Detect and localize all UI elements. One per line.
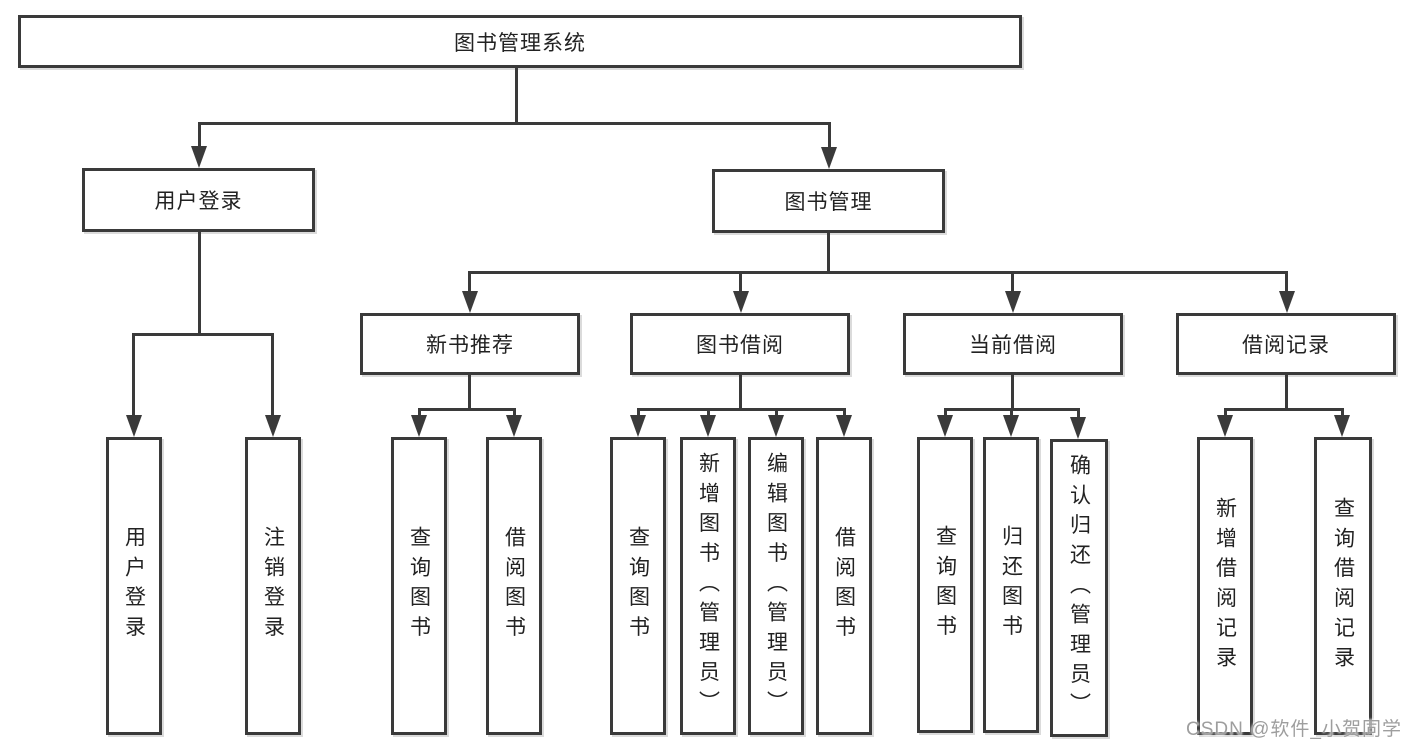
node-user-login-label: 用户登录 [154,190,243,213]
node-book-mgmt: 图书管理 [712,169,945,233]
arrow-down-icon [191,146,207,168]
connector-line [739,375,742,411]
connector-line [1077,408,1080,420]
leaf-borrow-query: 查询图书 [610,437,666,735]
leaf-label: 查询借阅记录 [1331,496,1355,676]
node-borrow-records-label: 借阅记录 [1242,334,1330,357]
connector-line [1285,375,1288,411]
arrow-down-icon [1005,291,1021,313]
connector-line [418,408,421,418]
arrow-down-icon [700,415,716,437]
leaf-label: 编辑图书（管理员） [764,451,788,721]
arrow-down-icon [1334,415,1350,437]
node-current-borrow-label: 当前借阅 [969,334,1057,357]
connector-line [1224,408,1344,411]
leaf-label: 查询图书 [626,526,650,646]
leaf-newbook-query: 查询图书 [391,437,447,735]
leaf-current-query: 查询图书 [917,437,973,733]
leaf-user-login: 用户登录 [106,437,162,735]
node-new-book-rec: 新书推荐 [360,313,580,375]
leaf-label: 归还图书 [999,525,1023,645]
leaf-current-confirm-admin: 确认归还（管理员） [1050,439,1108,737]
connector-line [707,408,710,418]
arrow-down-icon [836,415,852,437]
connector-line [843,408,846,418]
leaf-records-query: 查询借阅记录 [1314,437,1372,735]
connector-line [1341,408,1344,418]
connector-line [418,408,516,411]
arrow-down-icon [821,147,837,169]
connector-line [198,122,830,125]
connector-line [637,408,846,411]
connector-line [637,408,640,418]
arrow-down-icon [265,415,281,437]
arrow-down-icon [126,415,142,437]
leaf-label: 确认归还（管理员） [1067,453,1091,723]
node-book-mgmt-label: 图书管理 [784,191,873,214]
connector-line [132,333,274,336]
connector-line [132,333,135,417]
arrow-down-icon [462,291,478,313]
connector-line [1285,271,1288,293]
connector-line [513,408,516,418]
leaf-current-return: 归还图书 [983,437,1039,733]
connector-line [1011,271,1014,293]
connector-line [271,333,274,417]
connector-line [468,375,471,411]
node-book-borrow-label: 图书借阅 [696,334,784,357]
leaf-label: 新增图书（管理员） [696,451,720,721]
connector-line [1224,408,1227,418]
leaf-logout: 注销登录 [245,437,301,735]
node-root-label: 图书管理系统 [454,31,586,55]
leaf-label: 注销登录 [261,526,285,646]
arrow-down-icon [733,291,749,313]
leaf-label: 用户登录 [122,526,146,646]
connector-line [739,271,742,293]
node-user-login: 用户登录 [82,168,315,232]
connector-line [944,408,947,418]
node-borrow-records: 借阅记录 [1176,313,1396,375]
connector-line [1010,408,1013,418]
connector-line [775,408,778,418]
arrow-down-icon [768,415,784,437]
node-current-borrow: 当前借阅 [903,313,1123,375]
arrow-down-icon [1003,415,1019,437]
leaf-label: 查询图书 [407,526,431,646]
arrow-down-icon [411,415,427,437]
connector-line [198,232,201,333]
connector-line [468,271,471,293]
arrow-down-icon [1279,291,1295,313]
leaf-label: 新增借阅记录 [1213,496,1237,676]
leaf-label: 查询图书 [933,525,957,645]
leaf-borrow-edit-admin: 编辑图书（管理员） [748,437,804,735]
connector-line [515,68,518,122]
leaf-label: 借阅图书 [832,526,856,646]
leaf-borrow-borrow: 借阅图书 [816,437,872,735]
connector-line [828,122,831,152]
leaf-borrow-add-admin: 新增图书（管理员） [680,437,736,735]
csdn-watermark: CSDN @软件_小贺同学 [1186,719,1402,740]
arrow-down-icon [1217,415,1233,437]
leaf-records-add: 新增借阅记录 [1197,437,1253,735]
connector-line [198,122,201,152]
arrow-down-icon [937,415,953,437]
node-book-borrow: 图书借阅 [630,313,850,375]
connector-line [1011,375,1014,411]
connector-line [468,271,1288,274]
leaf-label: 借阅图书 [502,526,526,646]
arrow-down-icon [630,415,646,437]
arrow-down-icon [1070,417,1086,439]
connector-line [827,233,830,273]
leaf-newbook-borrow: 借阅图书 [486,437,542,735]
node-new-book-rec-label: 新书推荐 [426,334,514,357]
node-root: 图书管理系统 [18,15,1022,68]
arrow-down-icon [506,415,522,437]
